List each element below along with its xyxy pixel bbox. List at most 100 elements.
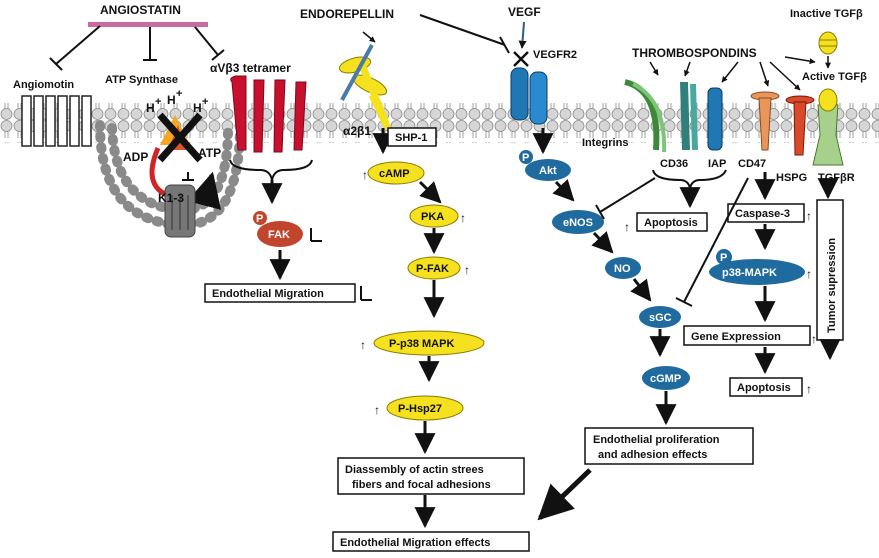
migration-effects-label: Endothelial Migration effects — [340, 537, 490, 549]
migration-effects-box: Endothelial Migration effects — [332, 531, 530, 552]
angiostatin-molecule — [88, 22, 208, 27]
cgmp-node: cGMP — [642, 366, 690, 390]
iap-receptor — [707, 87, 723, 151]
vegfr2-label: VEGFR2 — [533, 49, 577, 61]
integrins-label: Integrins — [582, 137, 628, 149]
up-gene-expression: ↑ — [811, 332, 817, 346]
active-tgfb-label: Active TGFβ — [802, 71, 867, 83]
akt-label: Akt — [539, 165, 557, 177]
atp-synthase: H + H + H + ADP ATP K1-3 — [123, 88, 221, 238]
actin-line2: fibers and focal adhesions — [352, 479, 491, 491]
vegf-label: VEGF — [508, 5, 541, 19]
pfak-label: P-FAK — [416, 263, 449, 275]
up-pfak: ↑ — [464, 263, 470, 277]
p38-label: p38-MAPK — [722, 267, 777, 279]
vegfr2-receptor — [510, 51, 548, 125]
caspase3-box: Caspase-3 — [727, 203, 805, 223]
fak-node: P FAK — [253, 211, 303, 247]
a2b1-integrin — [338, 44, 392, 130]
plus-sign-3: + — [202, 96, 208, 108]
shp1-label: SHP-1 — [395, 132, 427, 144]
plus-sign-1: + — [155, 96, 161, 108]
p38-phospho: P — [720, 252, 727, 264]
pka-label: PKA — [421, 211, 444, 223]
angiostatin-label: ANGIOSTATIN — [100, 3, 181, 17]
apoptosis2-label: Apoptosis — [737, 382, 791, 394]
up-apoptosis2: ↑ — [806, 382, 812, 396]
endothelial-migration-label: Endothelial Migration — [212, 288, 324, 300]
cd47-label: CD47 — [738, 158, 766, 170]
up-phsp27: ↑ — [374, 403, 380, 417]
akt-node: P Akt — [519, 150, 571, 181]
tumor-supression-label: Tumor supression — [826, 238, 838, 333]
pfak-node: P-FAK — [407, 256, 461, 280]
endorepellin-label: ENDOREPELLIN — [300, 7, 394, 21]
tgfbr-label: TGFβR — [818, 172, 855, 184]
shp1-box: SHP-1 — [387, 127, 437, 147]
inactive-tgfb — [818, 31, 838, 55]
actin-box: Diassembly of actin strees fibers and fo… — [337, 457, 525, 495]
sgc-node: sGC — [639, 306, 681, 328]
cgmp-label: cGMP — [650, 373, 681, 385]
avb3-receptor — [230, 75, 307, 153]
gene-expression-box: Gene Expression — [683, 325, 811, 346]
iap-label: IAP — [708, 158, 726, 170]
p38-node: P p38-MAPK — [709, 249, 805, 285]
h-plus-3: H — [193, 101, 202, 115]
no-label: NO — [614, 263, 631, 275]
hspg-label: HSPG — [776, 172, 807, 184]
up-pp38: ↑ — [360, 338, 366, 352]
h-plus-2: H — [167, 93, 176, 107]
a2b1-label: α2β1 — [343, 124, 371, 138]
endothelial-migration-box: Endothelial Migration — [204, 283, 356, 303]
sgc-label: sGC — [649, 312, 672, 324]
h-plus-1: H — [146, 101, 155, 115]
up-apoptosis1: ↑ — [624, 220, 630, 234]
enos-label: eNOS — [563, 217, 593, 229]
actin-line1: Diassembly of actin strees — [345, 464, 484, 476]
angiomotin-label: Angiomotin — [13, 79, 74, 91]
proliferation-line2: and adhesion effects — [598, 449, 707, 461]
up-camp: ↑ — [362, 168, 368, 182]
inactive-tgfb-label: Inactive TGFβ — [790, 8, 863, 20]
atp-synthase-label: ATP Synthase — [105, 74, 178, 86]
hspg-receptor — [785, 95, 815, 156]
angiostatin-group: ANGIOSTATIN — [49, 3, 225, 71]
atp-label: ATP — [198, 146, 221, 160]
enos-node: eNOS — [552, 210, 604, 234]
gene-expression-label: Gene Expression — [691, 331, 781, 343]
angiomotin-receptor — [21, 95, 92, 147]
cd36-label: CD36 — [660, 158, 688, 170]
phsp27-label: P-Hsp27 — [398, 403, 442, 415]
pka-node: PKA — [409, 204, 459, 228]
tgfbr-receptor — [812, 88, 844, 166]
tumor-supression-box: Tumor supression — [816, 199, 844, 341]
camp-node: cAMP — [367, 161, 425, 185]
caspase3-label: Caspase-3 — [735, 208, 790, 220]
akt-phospho: P — [522, 152, 529, 164]
no-node: NO — [605, 257, 641, 279]
phsp27-node: P-Hsp27 — [386, 395, 464, 421]
apoptosis2-box: Apoptosis — [729, 377, 803, 397]
integrins-receptor — [624, 79, 667, 153]
adp-label: ADP — [123, 150, 148, 164]
cd47-receptor — [750, 91, 780, 151]
up-caspase3: ↑ — [806, 209, 812, 223]
pp38-label: P-p38 MAPK — [389, 338, 454, 350]
up-pka: ↑ — [460, 211, 466, 225]
proliferation-box: Endothelial proliferation and adhesion e… — [584, 427, 754, 465]
fak-phospho: P — [256, 213, 263, 225]
cd36-receptor — [680, 82, 698, 150]
avb3-label: αVβ3 tetramer — [210, 61, 291, 75]
pp38-node: P-p38 MAPK — [373, 330, 485, 356]
thrombospondins-label: THROMBOSPONDINS — [632, 46, 757, 60]
apoptosis1-label: Apoptosis — [644, 217, 698, 229]
apoptosis1-box: Apoptosis — [636, 212, 708, 232]
k13-label: K1-3 — [158, 191, 184, 205]
plus-sign-2: + — [176, 88, 182, 100]
proliferation-line1: Endothelial proliferation — [593, 434, 720, 446]
fak-label: FAK — [268, 229, 290, 241]
up-p38: ↑ — [806, 267, 812, 281]
